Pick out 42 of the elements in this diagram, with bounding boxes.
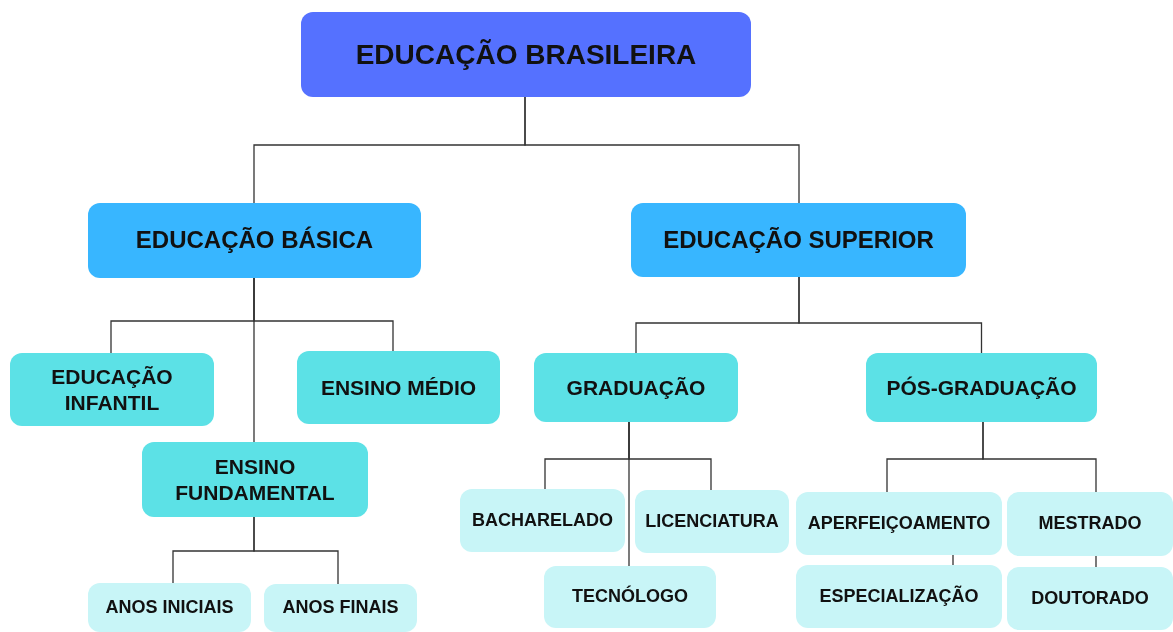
node-label: EDUCAÇÃO SUPERIOR	[663, 225, 934, 255]
level-box	[534, 353, 738, 422]
node-label: ESPECIALIZAÇÃO	[819, 585, 979, 608]
node-label: MESTRADO	[1038, 513, 1142, 535]
node-label: APERFEIÇOAMENTO	[807, 512, 991, 535]
connector-line	[253, 516, 339, 585]
connector-line	[798, 276, 983, 354]
connector-line	[982, 421, 1097, 493]
node-label: ANOS FINAIS	[282, 597, 399, 619]
leaf-box	[796, 492, 1002, 555]
connector-line	[952, 554, 954, 566]
leaf-box	[460, 489, 625, 552]
leaf-box	[88, 583, 251, 632]
connector-line	[628, 421, 630, 567]
node-label: EDUCAÇÃO BÁSICA	[135, 226, 374, 255]
leaf-box	[544, 566, 716, 628]
connector-line	[524, 96, 800, 204]
node-label: GRADUAÇÃO	[566, 374, 706, 401]
category-box	[631, 203, 966, 277]
level-box	[866, 353, 1097, 422]
leaf-box	[1007, 492, 1173, 556]
node-label: EDUCAÇÃO BRASILEIRA	[355, 37, 697, 72]
leaf-box	[1007, 567, 1173, 630]
node-label: ANOS INICIAIS	[105, 596, 234, 619]
node-label: TECNÓLOGO	[572, 586, 688, 608]
level-box	[142, 442, 368, 517]
node-label: PÓS-GRADUAÇÃO	[886, 374, 1077, 401]
node-label: ENSINO FUNDAMENTAL	[175, 454, 335, 505]
root-box	[301, 12, 751, 97]
node-label: ENSINO MÉDIO	[320, 374, 477, 401]
category-box	[88, 203, 421, 278]
node-label: EDUCAÇÃO INFANTIL	[50, 364, 174, 415]
node-label: BACHARELADO	[472, 509, 613, 532]
level-box	[297, 351, 500, 424]
leaf-box	[264, 584, 417, 632]
level-box	[10, 353, 214, 426]
leaf-box	[796, 565, 1002, 628]
leaf-box	[635, 490, 789, 553]
node-label: LICENCIATURA	[645, 510, 779, 533]
node-label: DOUTORADO	[1031, 587, 1149, 610]
connector-line	[253, 277, 255, 443]
connector-line	[1095, 555, 1097, 568]
